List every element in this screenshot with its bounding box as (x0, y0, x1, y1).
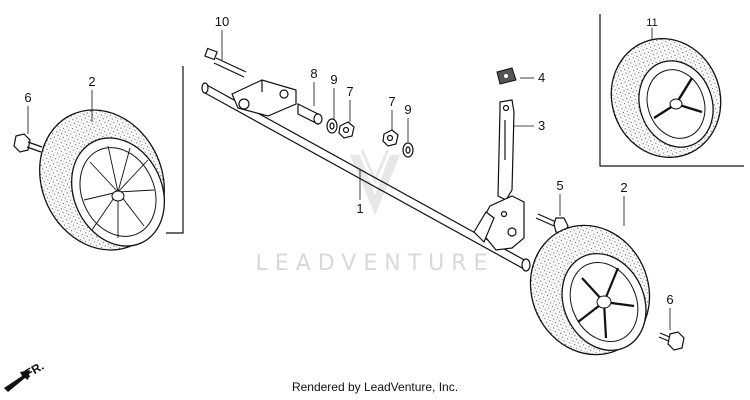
right-axle-bracket (473, 195, 525, 251)
plate-3 (497, 99, 515, 201)
callout-2-right: 2 (620, 180, 627, 195)
callout-6-right: 6 (666, 292, 673, 307)
left-axle-bracket (231, 79, 297, 117)
callout-1: 1 (356, 201, 363, 216)
callout-9-mid: 9 (404, 102, 411, 117)
watermark-text: LEADVENTURE (256, 251, 495, 276)
callout-2-left: 2 (88, 74, 95, 89)
callout-8: 8 (310, 66, 317, 81)
nut-7-top (338, 121, 355, 139)
washer-9-mid (402, 142, 414, 158)
clip-4 (496, 67, 517, 85)
callout-5: 5 (556, 178, 563, 193)
callout-4: 4 (538, 70, 545, 85)
callout-7-mid: 7 (388, 94, 395, 109)
bolt-6-right (658, 331, 685, 351)
washer-9-top (326, 118, 338, 134)
callout-10: 10 (215, 14, 229, 29)
callout-9-top: 9 (330, 72, 337, 87)
wheel-11 (610, 38, 722, 158)
watermark-logo (350, 149, 400, 215)
bolt-6-left (13, 133, 43, 153)
render-credit: Rendered by LeadVenture, Inc. (291, 380, 459, 394)
callout-7-top: 7 (346, 84, 353, 99)
wheel-2-right (529, 224, 651, 356)
callout-11: 11 (646, 17, 657, 29)
nut-7-mid (382, 129, 399, 147)
inset-frame (599, 14, 744, 167)
bolt-10 (204, 47, 247, 78)
spacer-8 (297, 103, 323, 125)
callout-3: 3 (538, 118, 545, 133)
left-bracket-line (166, 66, 184, 234)
callout-6-left: 6 (24, 90, 31, 105)
leader-lines (27, 28, 671, 330)
wheel-2-left (39, 109, 166, 251)
